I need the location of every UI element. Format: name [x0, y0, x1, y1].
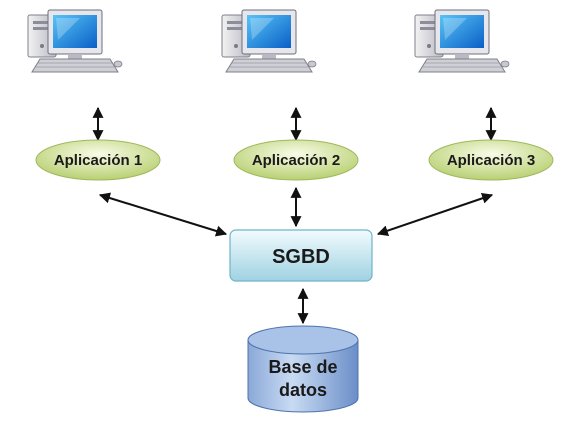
desktop-computer-icon [221, 9, 317, 73]
application-1-node: Aplicación 1 [35, 139, 161, 181]
application-1-label: Aplicación 1 [54, 152, 142, 169]
desktop-computer-icon [27, 9, 123, 73]
desktop-computer-icon [414, 9, 510, 73]
computer-2 [221, 9, 317, 73]
sgbd-node: SGBD [229, 229, 373, 282]
computer-1 [27, 9, 123, 73]
application-2-label: Aplicación 2 [252, 152, 340, 169]
database-cylinder-icon [247, 325, 359, 413]
database-label-line2: datos [279, 380, 327, 400]
database-node: Base de datos [247, 325, 359, 413]
arrow-app3-sgbd [376, 193, 494, 236]
arrow-app1-sgbd [98, 192, 228, 237]
computer-3 [414, 9, 510, 73]
application-3-label: Aplicación 3 [447, 152, 535, 169]
application-2-node: Aplicación 2 [233, 139, 359, 181]
sgbd-label: SGBD [272, 246, 330, 268]
database-label-line1: Base de [268, 357, 337, 377]
application-3-node: Aplicación 3 [428, 139, 554, 181]
